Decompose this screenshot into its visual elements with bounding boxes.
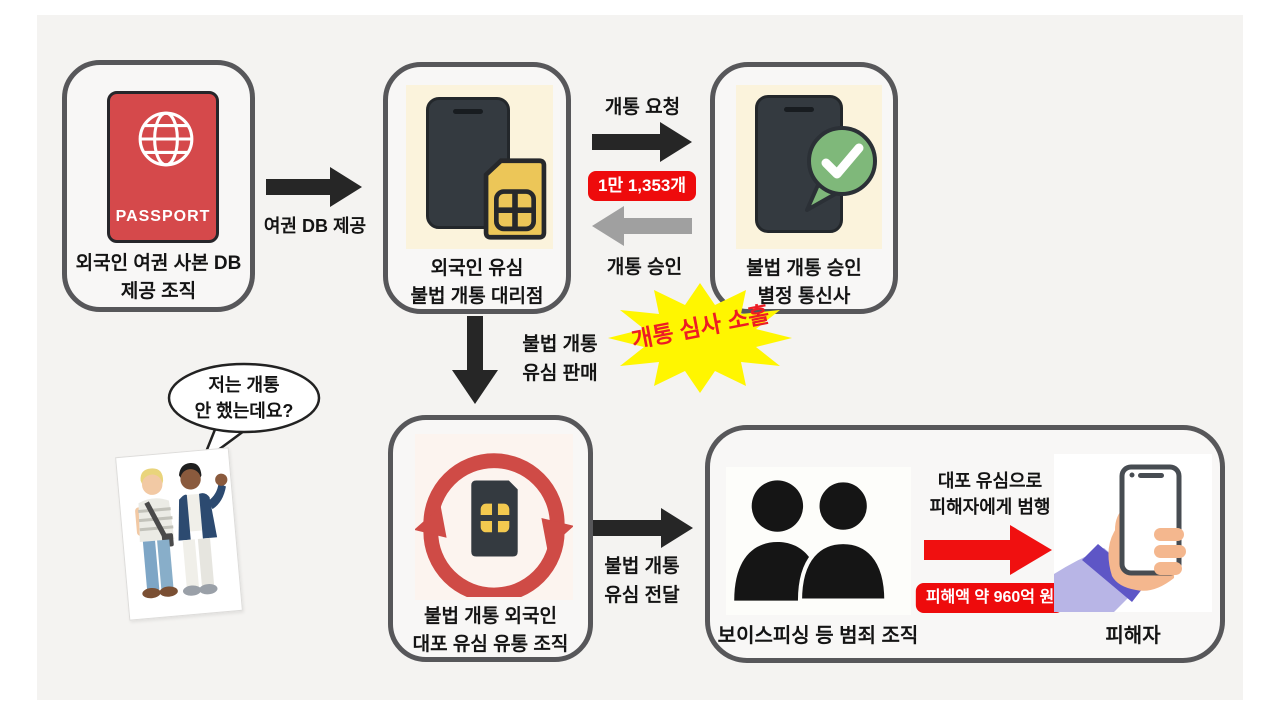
arrow-sim-delivery <box>593 508 693 548</box>
sim-store-label: 외국인 유심 불법 개통 대리점 <box>410 258 544 307</box>
count-badge: 1만 1,353개 <box>588 171 696 201</box>
diagram-canvas: PASSPORT 외국인 여권 사본 DB 제공 조직 여권 DB 제공 외국 <box>37 15 1243 700</box>
victim-icon-panel <box>1054 454 1212 612</box>
speech-bubble-shape <box>167 362 321 466</box>
people-illustration <box>115 447 243 621</box>
node-carrier: 불법 개통 승인 별정 통신사 <box>710 62 898 314</box>
sim-distribution-icon-panel <box>415 434 573 600</box>
damage-badge: 피해액 약 960억 원 <box>915 583 1065 613</box>
arrow-open-request <box>592 122 692 162</box>
victim-label: 피해자 <box>1105 625 1161 647</box>
carrier-label: 불법 개통 승인 별정 통신사 <box>746 258 862 307</box>
edge-label-sim-delivery: 불법 개통 유심 전달 <box>604 556 680 606</box>
speech-bubble: 저는 개통 안 했는데요? <box>166 362 322 466</box>
edge-label-open-request: 개통 요청 <box>604 97 681 118</box>
hand-phone-icon <box>1054 464 1186 612</box>
globe-icon <box>138 111 194 167</box>
check-bubble-icon <box>805 126 877 212</box>
arrow-sim-sale <box>452 316 498 404</box>
node-sim-store: 외국인 유심 불법 개통 대리점 <box>383 62 571 314</box>
starburst-shape <box>608 283 792 393</box>
negligence-callout: 개통 심사 소홀 <box>605 281 795 395</box>
carrier-icon-panel <box>736 85 882 249</box>
arrow-crime-action <box>924 525 1052 575</box>
sim-distribution-label: 불법 개통 외국인 대포 유심 유통 조직 <box>412 606 569 655</box>
passport-icon: PASSPORT <box>107 91 219 243</box>
edge-label-passport-db: 여권 DB 제공 <box>263 216 367 236</box>
sim-store-icon-panel <box>406 85 553 249</box>
speech-bubble-text: 저는 개통 안 했는데요? <box>194 375 294 421</box>
damage-badge-wrapper: 피해액 약 960억 원 <box>915 583 1138 613</box>
criminals-silhouette-icon <box>734 478 889 603</box>
node-passport-org: PASSPORT 외국인 여권 사본 DB 제공 조직 <box>62 60 255 312</box>
crime-org-icon-panel <box>726 467 911 615</box>
edge-label-open-approval: 개통 승인 <box>606 257 683 278</box>
passport-icon-label: PASSPORT <box>115 208 211 225</box>
node-crime-victim: 보이스피싱 등 범죄 조직 대포 유심으로 피해자에게 범행 피해액 약 960… <box>705 425 1225 663</box>
foreigners-illustration-icon <box>135 463 228 599</box>
crime-org-label: 보이스피싱 등 범죄 조직 <box>717 625 919 647</box>
recycle-sim-icon <box>415 453 573 597</box>
sim-card-icon <box>483 158 547 240</box>
node-sim-distribution: 불법 개통 외국인 대포 유심 유통 조직 <box>388 415 593 662</box>
arrow-open-approval <box>592 206 692 246</box>
arrow-passport-db <box>266 167 362 207</box>
edge-label-sim-sale: 불법 개통 유심 판매 <box>522 334 598 384</box>
count-badge-wrapper: 1만 1,353개 <box>588 171 750 201</box>
passport-org-label: 외국인 여권 사본 DB 제공 조직 <box>75 253 242 302</box>
